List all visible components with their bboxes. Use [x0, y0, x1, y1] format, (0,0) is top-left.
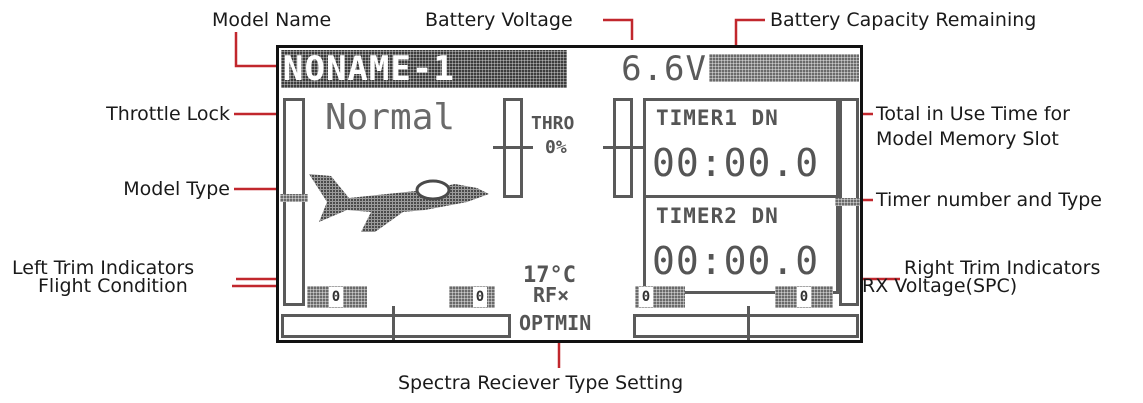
- left-trim-value-1: 0: [329, 287, 343, 307]
- callout-total-time-line2: Model Memory Slot: [876, 128, 1059, 150]
- callout-timer-number: Timer number and Type: [876, 189, 1102, 211]
- timer2-title: TIMER2 DN: [656, 204, 779, 228]
- callout-model-name: Model Name: [212, 9, 332, 31]
- callout-battery-voltage: Battery Voltage: [425, 9, 573, 31]
- callout-rx-voltage: RX Voltage(SPC): [862, 275, 1018, 297]
- timer-divider: [646, 195, 836, 198]
- timers-panel: TIMER1 DN 00:00.0 TIMER2 DN 00:00.0: [643, 98, 839, 294]
- lcd-screen: NONAME-1 6.6V Normal THRO 0% TIMER1 DN 0…: [276, 45, 863, 343]
- timer2-time: 00:00.0: [652, 239, 820, 283]
- leader-battery-voltage: [603, 18, 634, 40]
- flight-mode-display: Normal: [325, 97, 456, 138]
- battery-capacity-bar: [709, 54, 859, 82]
- callout-throttle-lock: Throttle Lock: [106, 103, 230, 125]
- bottom-right-trim-center: [747, 306, 750, 340]
- callout-flight-condition: Flight Condition: [38, 275, 188, 297]
- callout-spectra: Spectra Reciever Type Setting: [398, 372, 684, 394]
- bottom-left-trim-center: [392, 306, 395, 340]
- callout-battery-capacity: Battery Capacity Remaining: [770, 9, 1037, 31]
- throttle-value: 0%: [545, 137, 567, 158]
- timer1-time: 00:00.0: [652, 141, 820, 185]
- callout-left-trim: Left Trim Indicators: [12, 257, 195, 279]
- center-right-gauge-tick: [603, 146, 643, 149]
- model-name-display: NONAME-1: [281, 50, 567, 88]
- bottom-right-horizontal-trim: [633, 314, 859, 338]
- right-trim-value-1: 0: [639, 287, 653, 307]
- callout-right-trim: Right Trim Indicators: [904, 257, 1101, 279]
- temperature-display: 17°C: [523, 263, 576, 288]
- left-vertical-trim: [283, 98, 305, 306]
- left-vertical-trim-marker: [280, 194, 308, 202]
- bottom-left-horizontal-trim: [281, 314, 511, 338]
- airplane-icon: [309, 174, 489, 232]
- throttle-label: THRO: [531, 113, 575, 134]
- right-vertical-trim-marker: [835, 198, 860, 206]
- rf-status-display: RF×: [533, 283, 570, 307]
- battery-voltage-display: 6.6V: [621, 49, 707, 89]
- left-trim-bar-2: [449, 286, 495, 308]
- right-trim-value-2: 0: [797, 287, 811, 307]
- callout-model-type: Model Type: [123, 178, 230, 200]
- receiver-type-display: OPTMIN: [519, 311, 592, 335]
- center-left-gauge-tick: [493, 146, 533, 149]
- callout-total-time-line1: Total in Use Time for: [876, 103, 1070, 125]
- timer1-title: TIMER1 DN: [656, 106, 779, 130]
- left-trim-value-2: 0: [473, 287, 487, 307]
